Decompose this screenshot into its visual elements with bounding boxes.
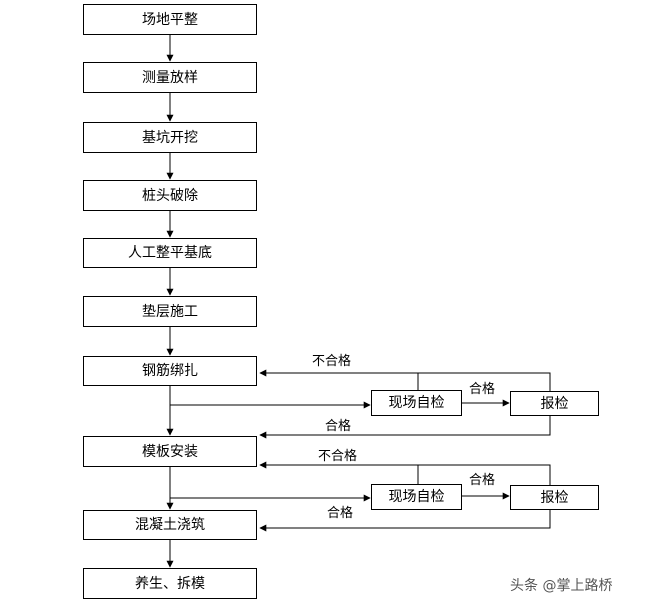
step-survey-layout: 测量放样 <box>83 62 257 93</box>
report-inspection-box-1: 报检 <box>510 391 599 416</box>
report-inspection-box-2: 报检 <box>510 485 599 510</box>
reinspect-pass-label-2: 合格 <box>327 506 354 521</box>
step-cushion-construction: 垫层施工 <box>83 296 257 327</box>
fail-label-1: 不合格 <box>312 354 352 369</box>
pass-return-2 <box>259 510 551 532</box>
watermark: 头条 @掌上路桥 <box>510 578 613 594</box>
step-curing-form-removal: 养生、拆模 <box>83 568 257 599</box>
pass-label-2: 合格 <box>469 473 496 488</box>
step-concrete-pouring: 混凝土浇筑 <box>83 510 257 540</box>
step-formwork-installation: 模板安装 <box>83 436 257 467</box>
step-pit-excavation: 基坑开挖 <box>83 122 257 153</box>
fail-return-1 <box>417 372 551 391</box>
pass-label-1: 合格 <box>469 382 496 397</box>
self-inspection-box-2: 现场自检 <box>371 484 462 510</box>
fail-return-2 <box>417 464 551 485</box>
reinspect-pass-label-1: 合格 <box>325 419 352 434</box>
step-pile-head-removal: 桩头破除 <box>83 180 257 211</box>
self-inspection-box-1: 现场自检 <box>371 390 462 416</box>
step-manual-base-leveling: 人工整平基底 <box>83 238 257 268</box>
pass-return-1 <box>259 416 551 439</box>
step-rebar-binding: 钢筋绑扎 <box>83 356 257 386</box>
fail-label-2: 不合格 <box>318 449 358 464</box>
step-site-leveling: 场地平整 <box>83 4 257 35</box>
